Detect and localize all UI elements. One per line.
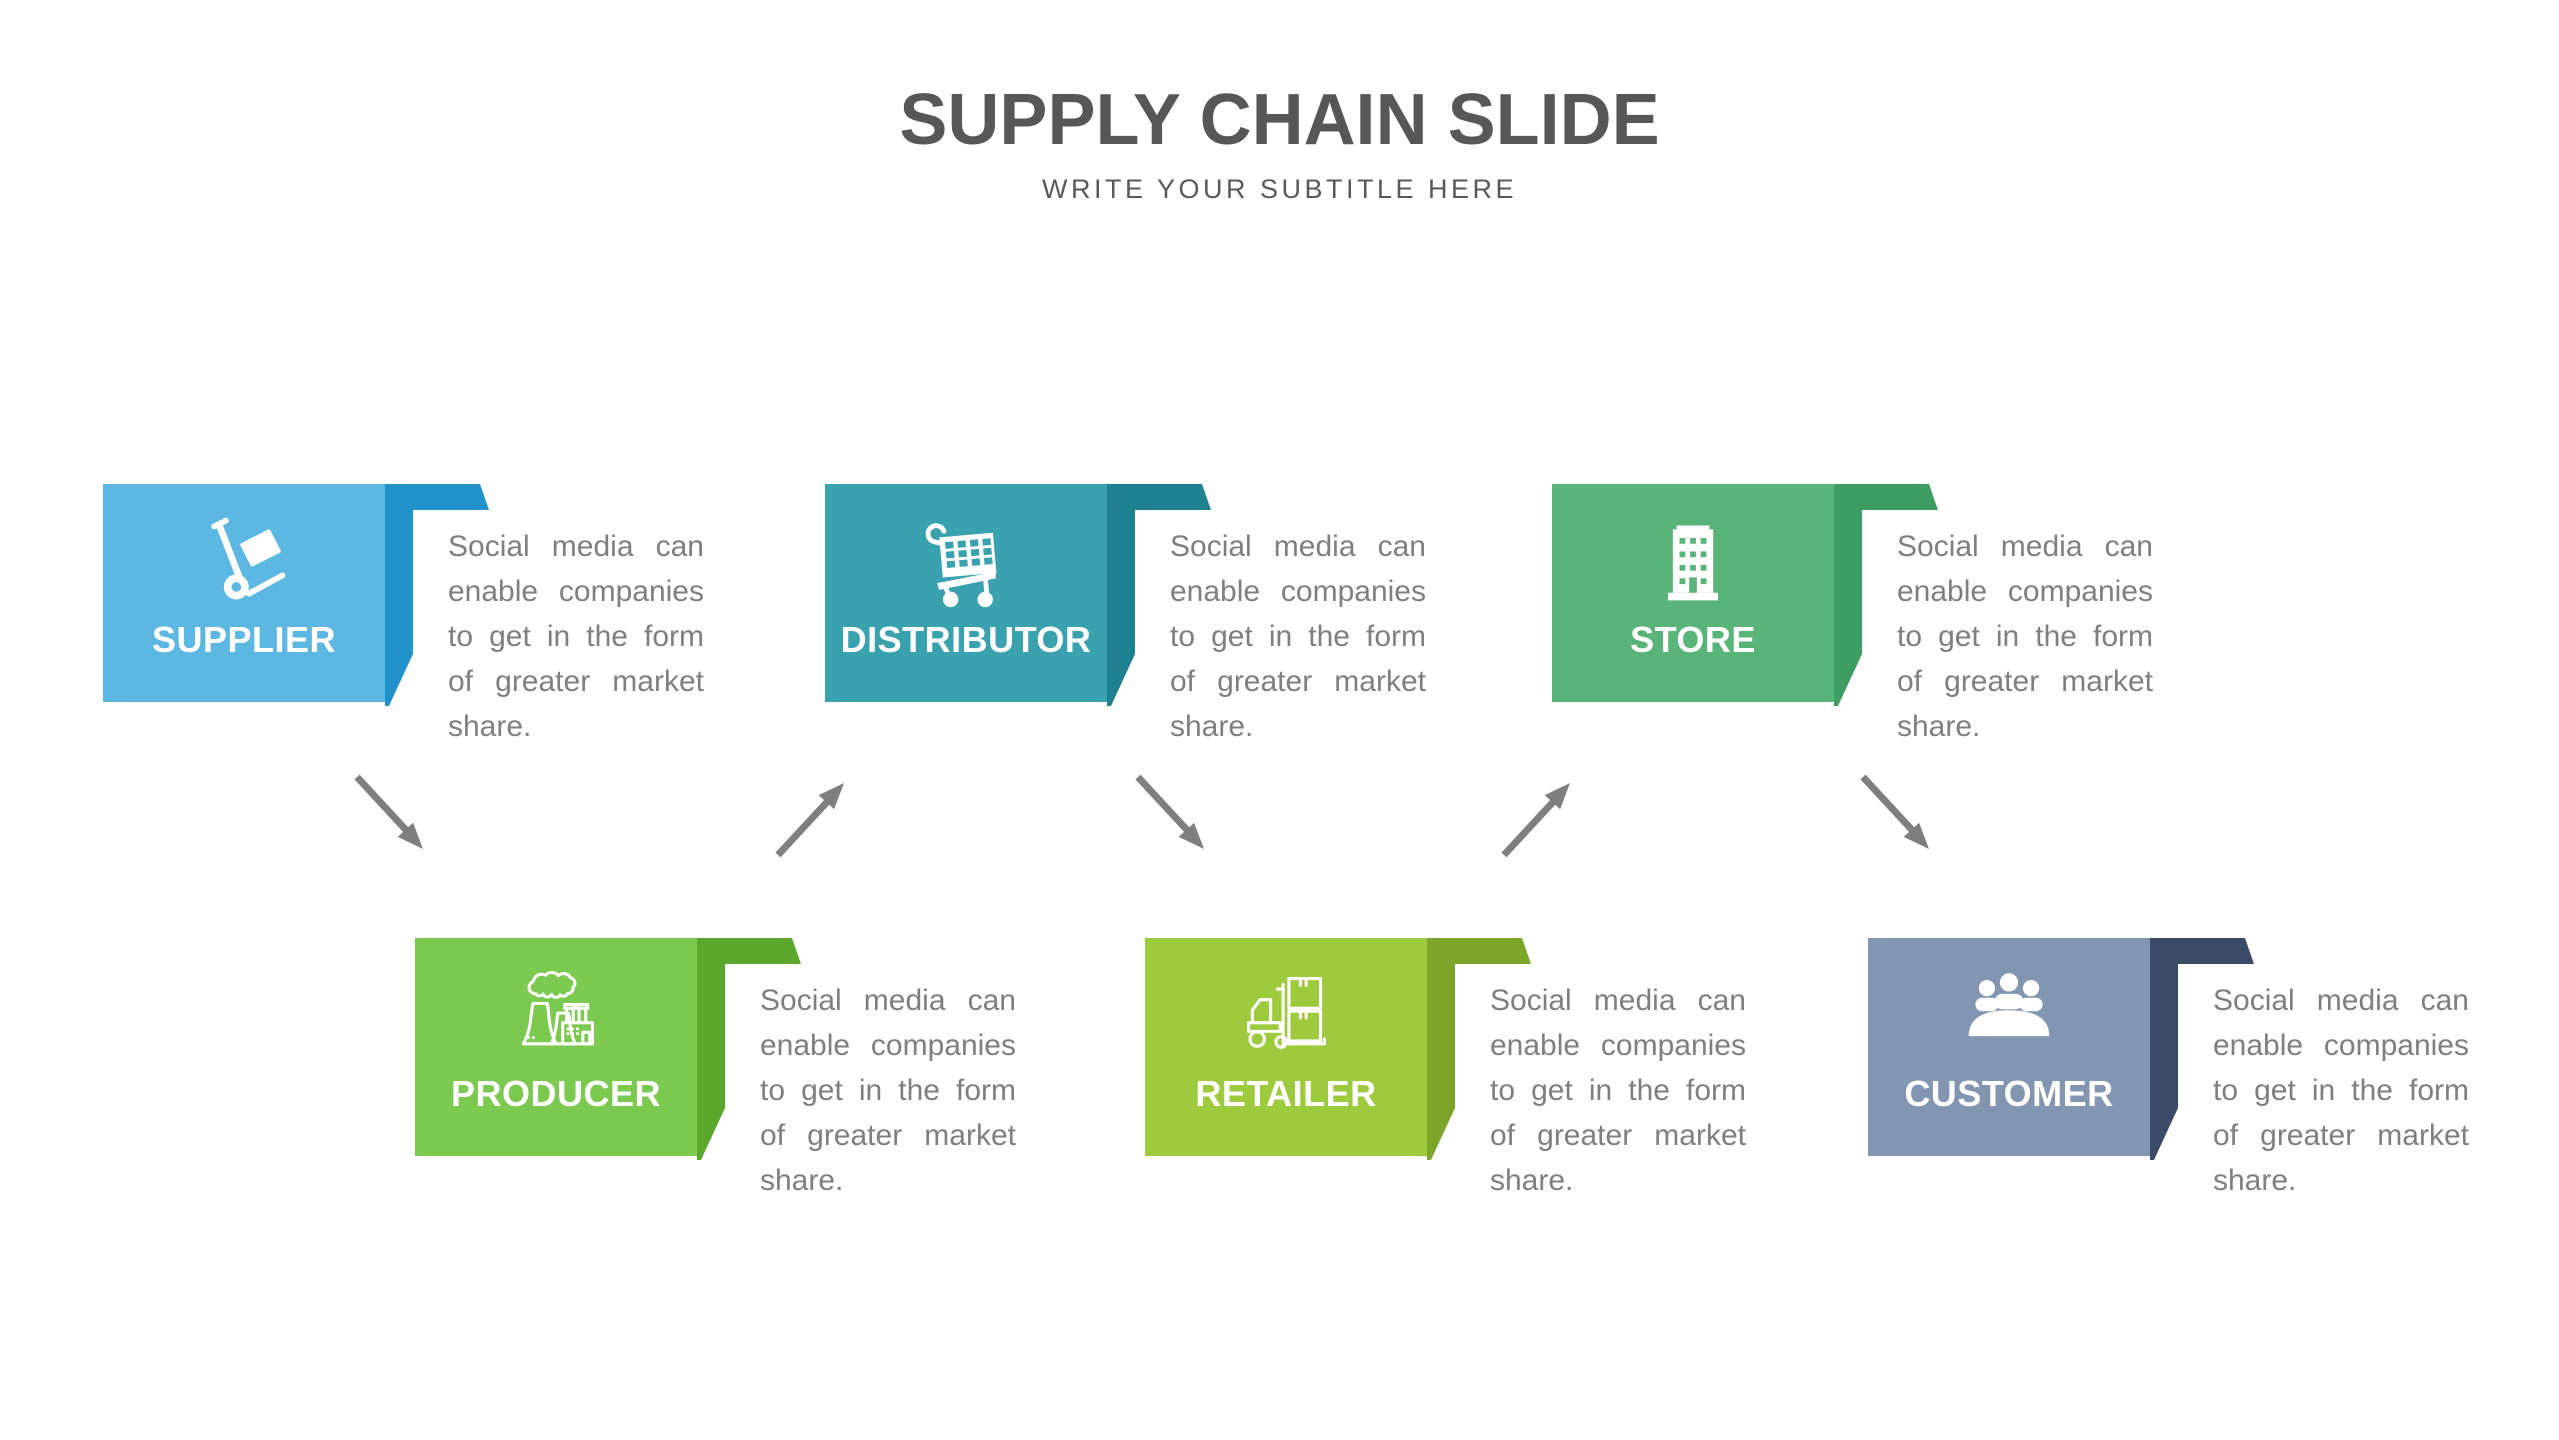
- stage-label: SUPPLIER: [151, 619, 337, 660]
- retailer-box: RETAILER: [1145, 938, 1427, 1156]
- stage-description: Social media can enable companies to get…: [1170, 530, 1426, 743]
- hand-truck-icon: [103, 512, 385, 612]
- stage-description: Social media can enable companies to get…: [1897, 530, 2153, 743]
- store-ribbon-shape: [1834, 484, 1938, 706]
- store-box: STORE: [1552, 484, 1834, 702]
- producer-box: PRODUCER: [415, 938, 697, 1156]
- stage-customer: CUSTOMER Social media can enable compani…: [1868, 938, 2518, 1197]
- factory-icon: [415, 966, 697, 1066]
- stage-store: STORE Social media can enable companies …: [1552, 484, 2202, 743]
- stage-description: Social media can enable companies to get…: [760, 984, 1016, 1197]
- stage-label: CUSTOMER: [1904, 1073, 2114, 1114]
- meeting-people-icon: [1868, 966, 2150, 1066]
- producer-ribbon-shape: [697, 938, 801, 1160]
- shopping-cart-icon: [825, 512, 1107, 612]
- supplier-box: SUPPLIER: [103, 484, 385, 702]
- customer-box: CUSTOMER: [1868, 938, 2150, 1156]
- page-subtitle: WRITE YOUR SUBTITLE HERE: [1041, 174, 1518, 204]
- distributor-box: DISTRIBUTOR: [825, 484, 1107, 702]
- stage-supplier: SUPPLIER Social media can enable compani…: [103, 484, 753, 743]
- stage-retailer: RETAILER Social media can enable compani…: [1145, 938, 1795, 1197]
- stage-description: Social media can enable companies to get…: [448, 530, 704, 743]
- stage-producer: PRODUCER Social media can enable compani…: [415, 938, 1065, 1197]
- stage-label: STORE: [1630, 619, 1756, 660]
- flow-arrow-producer-to-distributor: [775, 783, 844, 858]
- stage-label: PRODUCER: [450, 1073, 661, 1114]
- supplier-ribbon-shape: [385, 484, 489, 706]
- flow-arrow-store-to-customer: [1860, 774, 1929, 849]
- flow-arrow-supplier-to-producer: [354, 774, 423, 849]
- stage-description: Social media can enable companies to get…: [1490, 984, 1746, 1197]
- flow-arrow-distributor-to-retailer: [1135, 774, 1204, 849]
- forklift-icon: [1145, 966, 1427, 1066]
- stage-distributor: DISTRIBUTOR Social media can enable comp…: [825, 484, 1475, 743]
- retailer-ribbon-shape: [1427, 938, 1531, 1160]
- office-building-icon: [1552, 512, 1834, 612]
- flow-arrow-retailer-to-store: [1501, 783, 1570, 858]
- stage-label: DISTRIBUTOR: [840, 619, 1092, 660]
- customer-ribbon-shape: [2150, 938, 2254, 1160]
- stage-description: Social media can enable companies to get…: [2213, 984, 2469, 1197]
- distributor-ribbon-shape: [1107, 484, 1211, 706]
- page-title: SUPPLY CHAIN SLIDE: [899, 80, 1660, 160]
- stage-label: RETAILER: [1195, 1073, 1377, 1114]
